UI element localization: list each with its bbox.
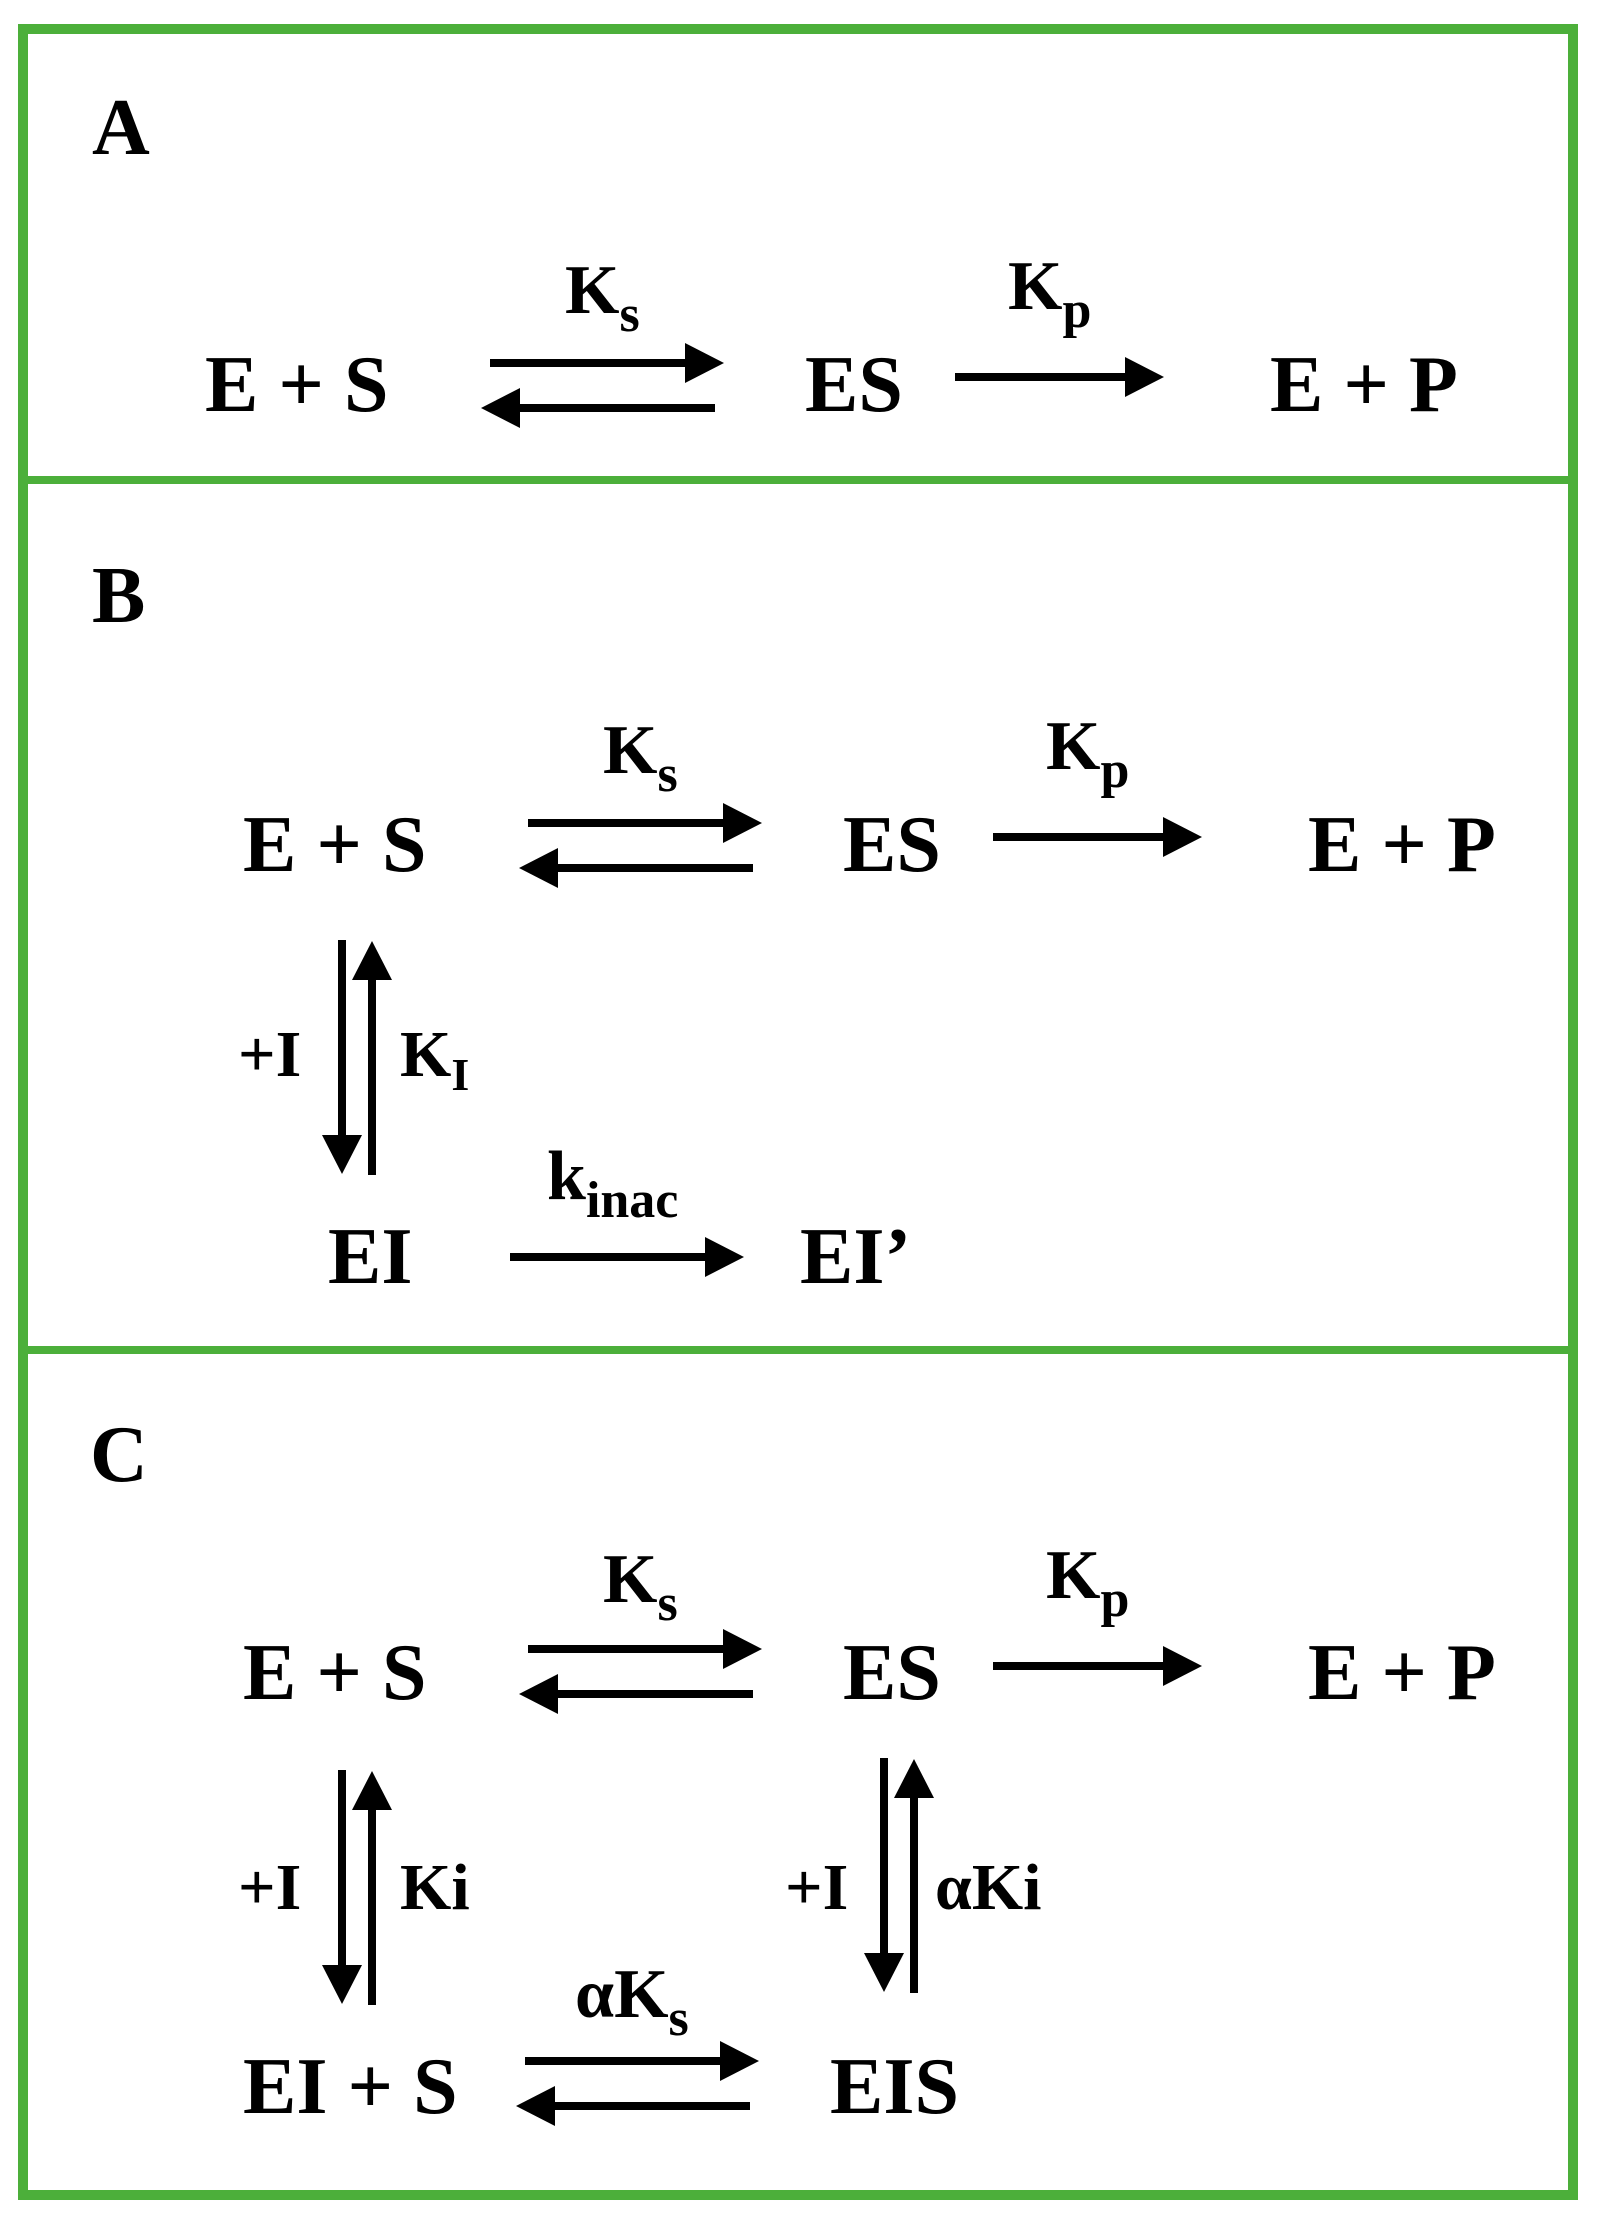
panel-b-letter: B (92, 552, 146, 640)
panel-c-eq-rate-sub: s (657, 1575, 678, 1632)
panel-b-fwd-rate-base: K (1046, 708, 1101, 785)
panel-c-left-species: E + S (243, 1629, 427, 1717)
panel-c-left-inhibitor-label: +I (238, 1851, 302, 1924)
panel-b-inhibitor-label: +I (238, 1018, 302, 1091)
panel-b-vertical-rate-base: K (400, 1018, 452, 1091)
panel-a-fwd-rate-sub: p (1062, 282, 1092, 339)
panel-b-vertical-rate-sub: I (451, 1049, 470, 1100)
panel-b-eq-rate: Ks (603, 716, 678, 801)
diagram-frame (18, 24, 1578, 2200)
panel-b-bottom-left-species: EI (328, 1213, 413, 1301)
panel-a-left-species: E + S (205, 341, 389, 429)
panel-c-right-inhibitor-label: +I (785, 1851, 849, 1924)
panel-a-letter: A (92, 84, 150, 172)
panel-a-eq-rate: Ks (565, 256, 640, 341)
panel-b-fwd-rate-sub: p (1100, 742, 1130, 799)
panel-a-fwd-rate: Kp (1008, 252, 1091, 337)
panel-b-inac-rate-base: k (547, 1138, 586, 1215)
panel-a-right-species: E + P (1270, 341, 1458, 429)
panel-c-eq-rate: Ks (603, 1545, 678, 1630)
panel-c-letter: C (90, 1411, 148, 1499)
panel-b-eq-rate-sub: s (657, 746, 678, 803)
panel-c-fwd-rate-sub: p (1100, 1571, 1130, 1628)
panel-b-vertical-rate: KI (400, 1022, 469, 1098)
panel-c-bottom-right-species: EIS (830, 2043, 959, 2131)
panel-c-bottom-rate-base: αK (575, 1956, 669, 2033)
panel-c-left-vertical-rate: Ki (400, 1851, 470, 1924)
panel-b-right-species: E + P (1308, 801, 1496, 889)
panel-b-inac-rate-sub: inac (585, 1172, 679, 1229)
panel-a-eq-rate-sub: s (619, 286, 640, 343)
panel-a-middle-species: ES (805, 341, 903, 429)
panel-b (28, 484, 1568, 1354)
panel-b-bottom-right-species: EI’ (800, 1213, 912, 1301)
panel-c-right-vertical-rate: αKi (935, 1851, 1042, 1924)
panel-b-left-species: E + S (243, 801, 427, 889)
panel-c-right-species: E + P (1308, 1629, 1496, 1717)
panel-c-fwd-rate-base: K (1046, 1537, 1101, 1614)
panel-c-bottom-rate: αKs (575, 1960, 689, 2045)
panel-a-fwd-rate-base: K (1008, 248, 1063, 325)
panel-a-eq-rate-base: K (565, 252, 620, 329)
panel-b-fwd-rate: Kp (1046, 712, 1129, 797)
panel-c-bottom-left-species: EI + S (243, 2043, 458, 2131)
panel-b-inac-rate: kinac (547, 1142, 678, 1227)
panel-b-middle-species: ES (843, 801, 941, 889)
panel-c-middle-species: ES (843, 1629, 941, 1717)
panel-c-fwd-rate: Kp (1046, 1541, 1129, 1626)
panel-c-eq-rate-base: K (603, 1541, 658, 1618)
panel-c-bottom-rate-sub: s (668, 1990, 689, 2047)
panel-b-eq-rate-base: K (603, 712, 658, 789)
panel-a (28, 34, 1568, 484)
